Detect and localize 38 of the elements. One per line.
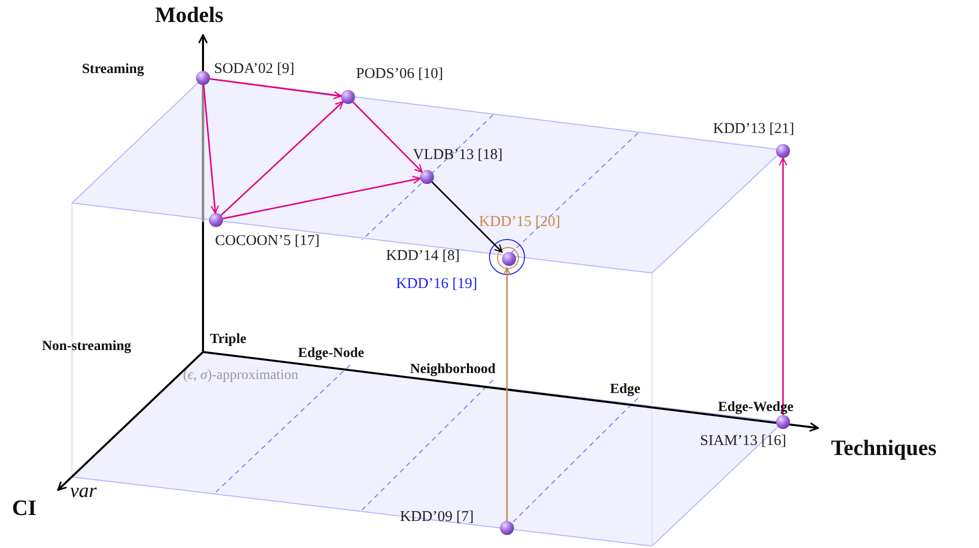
axis-value: var [70,481,97,501]
sphere-marker [196,71,210,85]
paper-label: COCOON’5 [17] [215,234,320,249]
technique-label: Edge-Node [298,347,364,361]
sphere-marker [776,415,790,429]
technique-label: Triple [210,333,246,347]
sphere-marker [209,213,223,227]
ring-marker [497,247,519,269]
technique-label: Edge [610,383,640,397]
paper-label: SIAM’13 [16] [700,434,786,449]
paper-label: KDD’09 [7] [400,510,474,525]
arrow [352,101,423,173]
paper-label: KDD’13 [21] [713,122,794,137]
arrow [502,267,512,521]
sphere-marker [341,90,355,104]
arrow [220,101,344,216]
arrow [222,176,421,220]
arrow [202,84,219,214]
level-label: Non-streaming [42,340,132,354]
technique-label: Neighborhood [410,363,496,377]
ring-marker [489,239,525,275]
paper-label: KDD’16 [19] [396,277,478,292]
sphere-marker [500,521,514,535]
axis-title: Models [155,4,224,26]
technique-label: (ϵ, σ)-approximation [183,369,298,383]
paper-label: KDD’14 [8] [386,249,460,264]
sphere-marker [776,144,790,158]
axis-title: CI [12,497,36,519]
sphere-marker [502,252,516,266]
paper-label: KDD’15 [20] [479,215,560,230]
arrow [431,181,503,253]
level-label: Streaming [82,63,144,77]
paper-label: VLDB’13 [18] [413,148,503,163]
arrow [778,157,788,415]
arrow [210,78,342,100]
paper-label: PODS’06 [10] [356,67,444,82]
paper-label: SODA’02 [9] [214,62,294,77]
axis-title: Techniques [831,437,937,459]
